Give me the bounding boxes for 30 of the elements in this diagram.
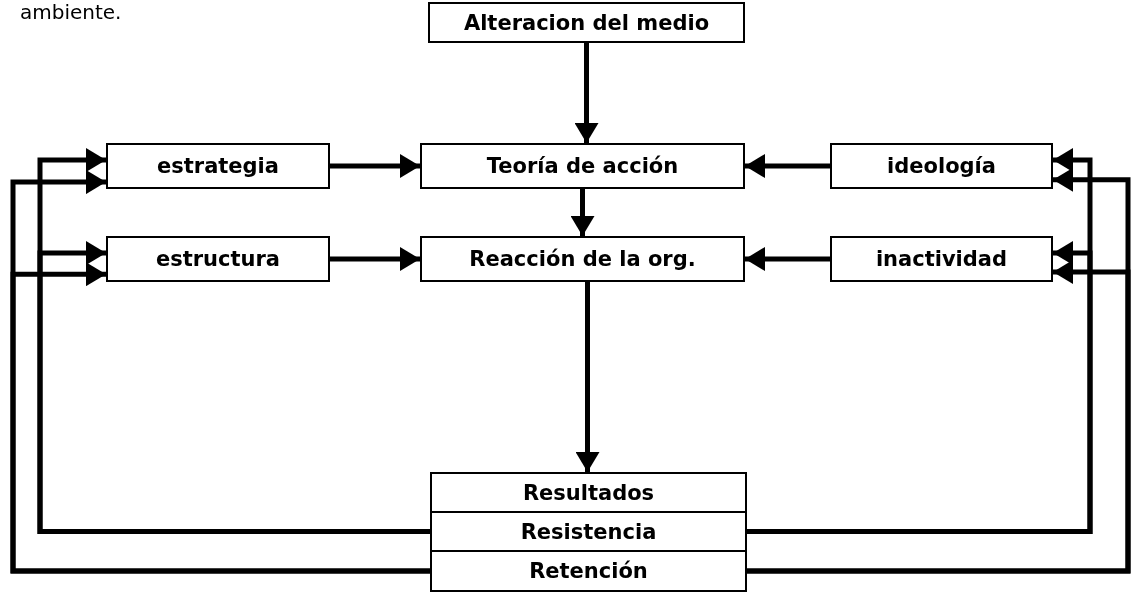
box-label: estrategia [157,154,279,178]
process-box [430,550,747,592]
process-box [430,472,747,513]
process-box [830,143,1053,189]
box-label: Alteracion del medio [463,10,710,35]
text-fragment: ambiente. [20,0,122,24]
box-label: ideología [887,154,996,178]
arrow [745,247,830,271]
box-label: Resistencia [520,519,657,544]
arrow [574,43,599,143]
process-box [106,143,330,189]
process-box [420,143,745,189]
process-box [430,511,747,552]
box-label: Retención [529,559,648,583]
arrow [10,262,430,574]
arrow [570,189,595,236]
arrow [330,154,420,178]
arrow [575,282,600,472]
arrow [747,259,1131,574]
box-label: Reacción de la org. [469,247,696,271]
box-label: inactividad [875,247,1008,271]
process-box [428,2,745,43]
box-label: Resultados [522,480,655,505]
process-box [106,236,330,282]
arrow [745,154,830,178]
process-box [420,236,745,282]
arrow [330,247,420,271]
box-label: Teoría de acción [486,154,679,178]
process-box [830,236,1053,282]
box-label: estructura [155,247,281,271]
